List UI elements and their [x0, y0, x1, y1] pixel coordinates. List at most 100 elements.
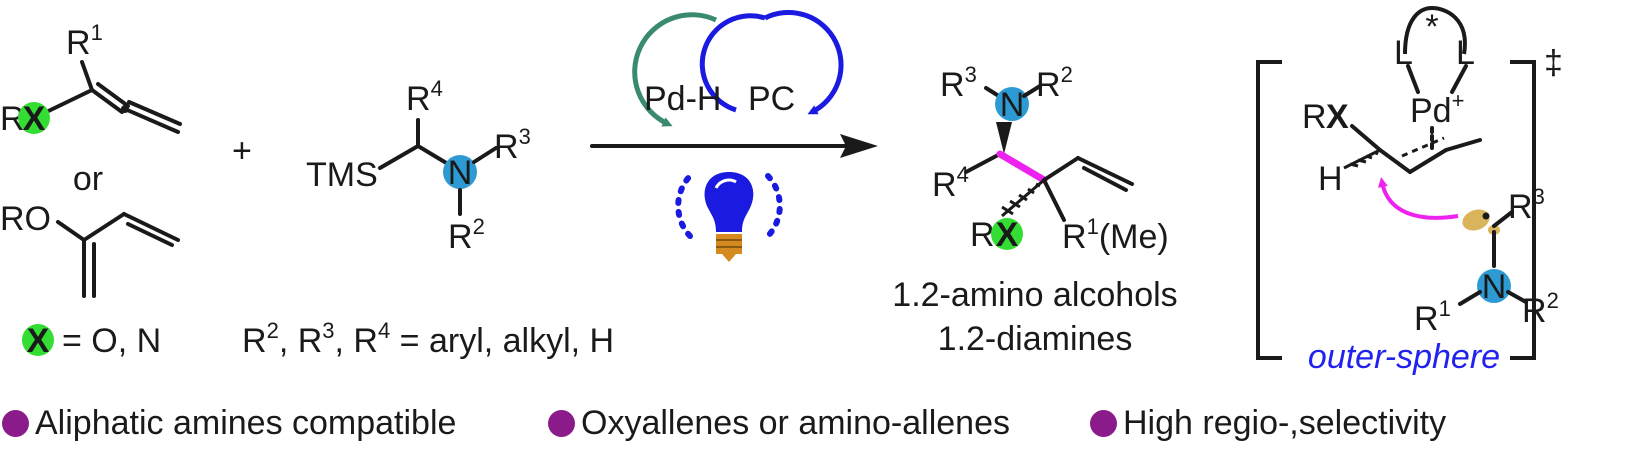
- pd-atom: Pd+: [1410, 88, 1464, 130]
- bond: [127, 100, 182, 126]
- plus-sign: +: [232, 132, 252, 170]
- catalytic-cycles: Pd-H PC: [632, 9, 844, 127]
- amine-n-atom: N: [448, 154, 473, 192]
- product-class-amino-alcohols: 1.2-amino alcohols: [892, 276, 1177, 314]
- pd-h-cycle-arrow: [632, 12, 718, 127]
- feature-item: Oxyallenes or amino-allenes: [548, 404, 1010, 443]
- amine-nitrogen-highlight: [443, 155, 477, 189]
- light-bulb-icon: [675, 172, 783, 262]
- x-definition-text: = O, N: [62, 322, 161, 360]
- product-r4-label: R4: [932, 162, 969, 204]
- bond: [1082, 166, 1128, 192]
- chiral-ligand-backbone: [1403, 5, 1467, 55]
- ligand-l2: L: [1456, 34, 1475, 72]
- bond: [80, 60, 94, 92]
- ts-n-atom: N: [1482, 268, 1507, 306]
- allene-central-carbon-dot: [121, 105, 129, 113]
- bond: [1042, 156, 1080, 182]
- product-r1-label: R1(Me): [1062, 214, 1169, 256]
- feature-text: High regio-,selectivity: [1123, 404, 1447, 442]
- feature-item: Aliphatic amines compatible: [2, 404, 456, 443]
- product-class-diamines: 1.2-diamines: [938, 320, 1133, 358]
- ts-h-label: H: [1318, 160, 1343, 198]
- feature-text: Aliphatic amines compatible: [35, 404, 457, 442]
- pd-h-label: Pd-H: [644, 80, 721, 118]
- right-bracket: [1510, 60, 1536, 360]
- bond: [1444, 138, 1482, 152]
- bond: [96, 82, 130, 108]
- light-rays-right: [765, 173, 783, 239]
- bond: [1492, 210, 1514, 228]
- radical-dot: [1482, 212, 1490, 220]
- bond: [90, 88, 124, 114]
- amine-r2-label: R2: [448, 214, 485, 256]
- radical-orbital-lobe: [1462, 209, 1490, 231]
- ligand-l1: L: [1394, 34, 1413, 72]
- bond: [1350, 124, 1382, 152]
- bond: [1450, 64, 1468, 94]
- x-definition-atom: X: [27, 322, 50, 360]
- bond: [123, 107, 180, 134]
- allyl-delocalization: [1401, 136, 1445, 158]
- product-n-atom: N: [1000, 86, 1025, 124]
- hash-bond: [1001, 178, 1045, 218]
- amine-r3-label: R3: [494, 124, 531, 166]
- dagger-mark: ‡: [1544, 44, 1563, 82]
- bond: [1406, 64, 1420, 94]
- outer-sphere-label: outer-sphere: [1308, 338, 1500, 376]
- bulb-shine: [714, 178, 737, 189]
- amine-tms-label: TMS: [306, 156, 378, 194]
- ts-nitrogen-highlight: [1477, 269, 1511, 303]
- left-bracket: [1256, 60, 1282, 360]
- x-atom-highlight: [991, 218, 1023, 250]
- bond: [1042, 178, 1066, 222]
- bond: [964, 152, 1002, 174]
- ts-r-label: R: [1302, 98, 1327, 136]
- bond: [378, 144, 420, 170]
- feature-text: Oxyallenes or amino-allenes: [581, 404, 1010, 442]
- bond: [1408, 148, 1448, 174]
- allene-r1-label: R1: [66, 20, 103, 62]
- bond: [126, 222, 174, 247]
- x-atom-highlight: [22, 324, 54, 356]
- bullet-dot-icon: [1090, 410, 1117, 437]
- feature-list: Aliphatic amines compatible Oxyallenes o…: [0, 404, 1652, 454]
- pc-cycle-arrow: [763, 9, 844, 115]
- product-x-atom: X: [996, 216, 1019, 254]
- x-definition: X = O, N: [22, 322, 161, 360]
- bond: [82, 212, 126, 242]
- new-c-c-bond: [996, 150, 1048, 184]
- reaction-scheme: R1 R X or RO X = O, N + R4 TMS N: [0, 5, 1563, 376]
- feature-item: High regio-,selectivity: [1090, 404, 1446, 443]
- radical-attack-arrow: [1378, 177, 1459, 220]
- ts-r1-label: R1: [1414, 296, 1451, 338]
- allene-reactant: R1 R X: [0, 20, 182, 138]
- hash-bond: [1343, 148, 1381, 170]
- reaction-arrow-head: [840, 134, 878, 158]
- ts-r3-label: R3: [1508, 184, 1545, 226]
- bullet-dot-icon: [548, 410, 575, 437]
- diene-reactant: RO: [0, 200, 180, 298]
- bond: [1022, 84, 1042, 98]
- or-text: or: [73, 160, 103, 198]
- diene-ro-label: RO: [0, 200, 51, 238]
- bond: [1076, 156, 1134, 186]
- ts-x-atom: X: [1326, 98, 1349, 136]
- product-structure: R3 N R2 R4 R X R1(Me) 1.2-amino alcohols…: [892, 62, 1177, 358]
- bond: [416, 144, 450, 166]
- bullet-dot-icon: [2, 410, 29, 437]
- r-groups-definition: R2, R3, R4 = aryl, alkyl, H: [242, 318, 614, 360]
- amine-r4-label: R4: [406, 76, 443, 118]
- product-nitrogen-highlight: [995, 87, 1029, 121]
- transition-state: ‡ * L L Pd+ R X H R3 N R1 R2 outer-spher…: [1256, 5, 1563, 376]
- bond: [472, 146, 498, 164]
- allene-x-atom: X: [23, 100, 46, 138]
- bond: [1506, 290, 1528, 304]
- light-rays-left: [675, 173, 693, 239]
- pc-cycle-arc: [699, 13, 766, 113]
- tms-amine-reactant: R4 TMS N R3 R2: [306, 76, 531, 256]
- bond: [122, 212, 180, 242]
- product-r2-label: R2: [1036, 62, 1073, 104]
- bond: [56, 220, 86, 242]
- product-r3-label: R3: [940, 62, 977, 104]
